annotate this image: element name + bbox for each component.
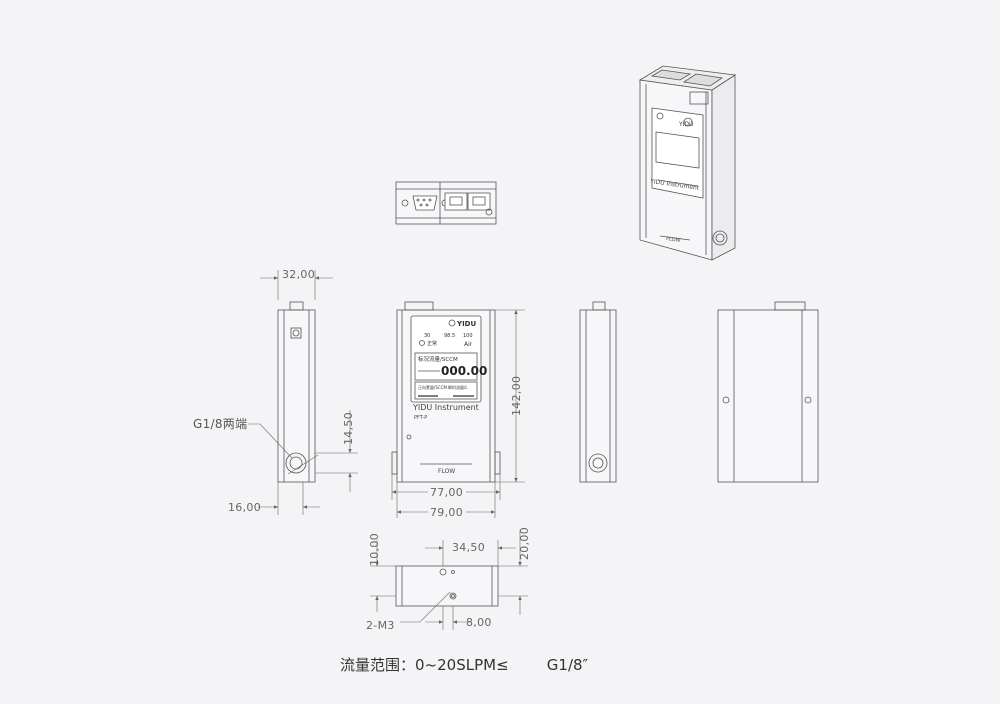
dim-top-20: 20,00 (518, 527, 531, 560)
screw-note: 2-M3 (366, 619, 395, 632)
dim-height-14-5: 14,50 (342, 412, 355, 445)
right-side-view (579, 301, 617, 483)
isometric-view (638, 65, 737, 261)
front-flow-text: FLOW (438, 468, 455, 475)
iso-flow-text: FLOW (666, 236, 681, 244)
dim-width-32: 32,00 (282, 268, 315, 281)
label-bg-79 (428, 504, 466, 518)
dim-top-34-5: 34,50 (452, 541, 485, 554)
front-footer-right: 瞬时流量/L (448, 384, 468, 390)
iso-brand-text: YIDU (678, 121, 693, 128)
front-status-word: 正常 (427, 340, 437, 347)
dim-top-10: 10,00 (368, 533, 381, 566)
left-side-view (277, 301, 316, 483)
front-small-c: 100 (463, 333, 473, 339)
thread-spec-text: G1/8″ (546, 656, 589, 674)
dim-width-77: 77,00 (430, 486, 463, 499)
front-display-title: 标况流量/SCCM (418, 355, 458, 363)
bottom-view-dimensions (370, 530, 528, 630)
bottom-view (395, 565, 499, 607)
spec-caption: 流量范围：0~20SLPM≤ G1/8″ (340, 654, 588, 675)
dim-height-142: 142,00 (510, 376, 523, 416)
left-view-dimensions (248, 270, 358, 515)
flow-range-text: 流量范围：0~20SLPM≤ (340, 656, 509, 674)
front-small-a: 30 (424, 333, 430, 339)
thread-note: G1/8两端 (193, 417, 247, 431)
front-footer-left: 正向累量/SCCM (418, 384, 447, 390)
front-model-sub: PFT-P (414, 415, 427, 421)
dim-top-8: 8,00 (466, 616, 492, 629)
front-brand-text: YIDU (456, 320, 476, 328)
front-view (391, 301, 501, 483)
front-gas-text: Air (464, 341, 473, 348)
front-model-text: YIDU Instrument (412, 403, 479, 412)
front-small-b: 98.5 (444, 333, 455, 339)
connector-end-view (395, 181, 497, 225)
dim-port-16: 16,00 (228, 501, 261, 514)
label-bg-77 (428, 484, 466, 498)
front-display-value: 000.00 (441, 364, 487, 378)
dim-width-79: 79,00 (430, 506, 463, 519)
back-view (717, 301, 819, 483)
